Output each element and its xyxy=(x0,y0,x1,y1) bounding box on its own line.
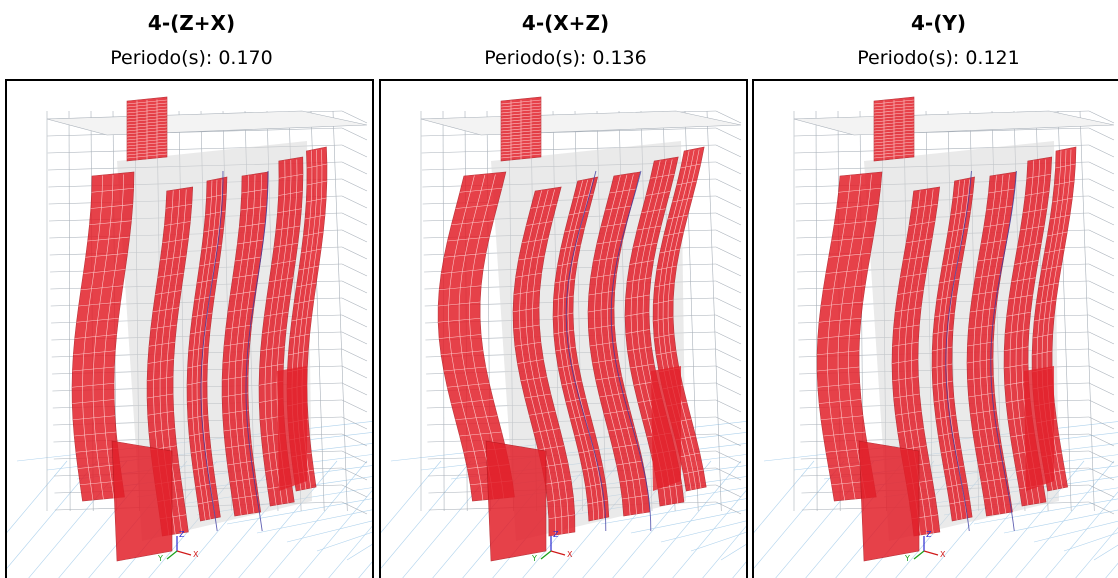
axis-label-x: X xyxy=(940,550,946,559)
mode-period: Periodo(s): 0.121 xyxy=(857,47,1020,69)
mode-title: 4-(X+Z) xyxy=(521,11,610,35)
axis-label-x: X xyxy=(567,550,573,559)
axis-label-y: Y xyxy=(157,554,163,563)
mode-panel-1: 4-(Z+X) Periodo(s): 0.170 Z X Y xyxy=(5,0,378,578)
axis-label-z: Z xyxy=(553,530,559,539)
mode-shape-viewport: Z X Y xyxy=(5,79,374,578)
axis-label-z: Z xyxy=(179,530,185,539)
mode-shape-viewport: Z X Y xyxy=(752,79,1118,578)
mode-period: Periodo(s): 0.136 xyxy=(484,47,647,69)
axis-label-y: Y xyxy=(531,554,537,563)
axis-triad-icon: Z X Y xyxy=(531,530,573,563)
mode-title: 4-(Y) xyxy=(911,11,966,35)
mode-panel-2: 4-(X+Z) Periodo(s): 0.136 Z X Y xyxy=(379,0,752,578)
mode-period: Periodo(s): 0.170 xyxy=(110,47,273,69)
building-model-icon: Z X Y xyxy=(381,96,746,578)
axis-label-x: X xyxy=(193,550,199,559)
axis-triad-icon: Z X Y xyxy=(904,530,946,563)
mode-shape-viewport: Z X Y xyxy=(379,79,748,578)
mode-panel-3: 4-(Y) Periodo(s): 0.121 Z X Y xyxy=(752,0,1118,578)
building-model-icon: Z X Y xyxy=(7,96,372,578)
building-model-icon: Z X Y xyxy=(754,96,1118,578)
axis-triad-icon: Z X Y xyxy=(157,530,199,563)
mode-title: 4-(Z+X) xyxy=(147,11,236,35)
axis-label-z: Z xyxy=(926,530,932,539)
axis-label-y: Y xyxy=(904,554,910,563)
